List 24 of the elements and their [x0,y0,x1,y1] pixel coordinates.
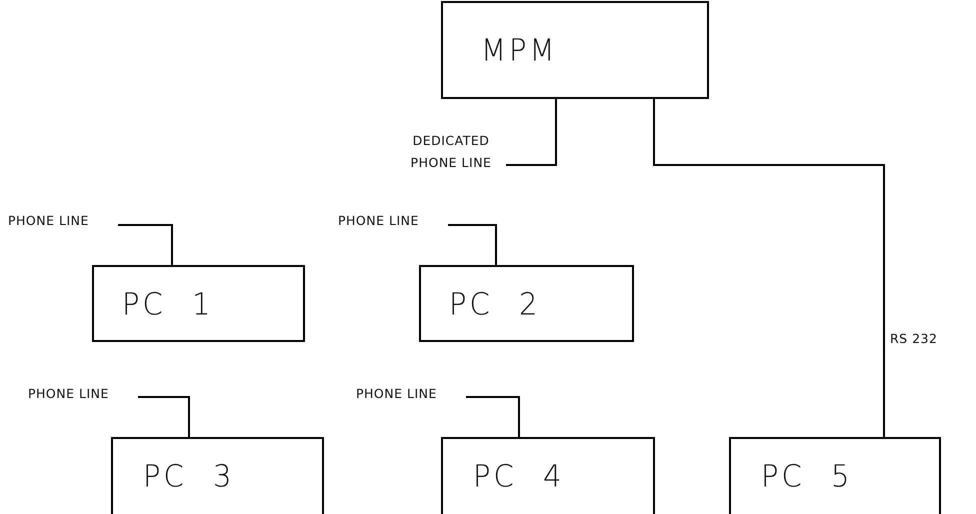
line-label: PHONE LINE [28,383,138,405]
connector-line [138,396,190,437]
device-label: PC 5 [761,458,852,494]
device-label: PC 4 [473,458,564,494]
edge-label: RS 232 [890,331,938,346]
connector-line [653,99,885,437]
device-box [111,437,324,514]
line-label: DEDICATED PHONE LINE [396,130,506,174]
line-label: PHONE LINE [8,210,118,232]
device-box [441,437,655,514]
connector-line [506,99,557,166]
device-box [729,437,941,514]
device-label: MPM [481,32,558,68]
connector-line [118,224,173,265]
device-label: PC 1 [122,286,214,322]
connector-line [448,224,497,265]
device-label: PC 2 [449,286,540,322]
line-label: PHONE LINE [338,210,448,232]
connector-line [466,396,520,437]
line-label: PHONE LINE [356,383,466,405]
device-box [92,265,305,342]
device-box [441,1,709,99]
device-label: PC 3 [143,458,234,494]
device-box [419,265,634,342]
